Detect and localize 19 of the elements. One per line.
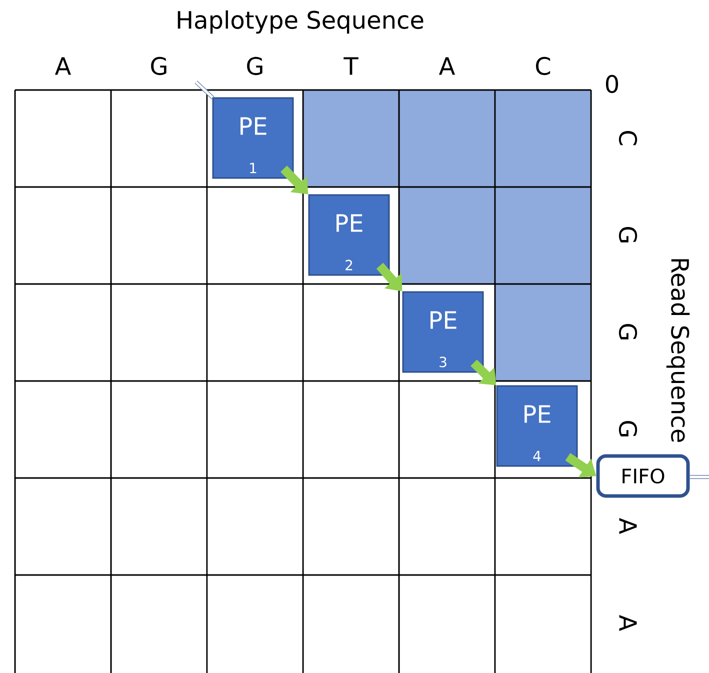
axis-title: Haplotype Sequence	[178, 10, 424, 34]
sequence-letter: A	[619, 518, 637, 534]
sequence-letter: C	[618, 130, 638, 146]
pe-box: PE 1	[212, 97, 294, 179]
sequence-letter: G	[151, 56, 166, 76]
sequence-letter: A	[438, 57, 456, 75]
sequence-letter: C	[536, 56, 550, 76]
sequence-letter: G	[618, 421, 638, 436]
sequence-letter: 0	[606, 74, 618, 94]
fifo-box: FIFO	[596, 454, 690, 498]
sequence-letter: T	[344, 57, 358, 75]
sequence-letter: A	[619, 614, 637, 631]
sequence-letter: G	[247, 56, 262, 76]
pe-box: PE 4	[496, 385, 578, 467]
sequence-letter: G	[618, 324, 638, 340]
pe-box: PE 3	[402, 291, 484, 373]
sequence-letter: A	[54, 57, 71, 75]
sequence-letter: G	[618, 227, 638, 242]
pe-box: PE 2	[308, 194, 390, 276]
